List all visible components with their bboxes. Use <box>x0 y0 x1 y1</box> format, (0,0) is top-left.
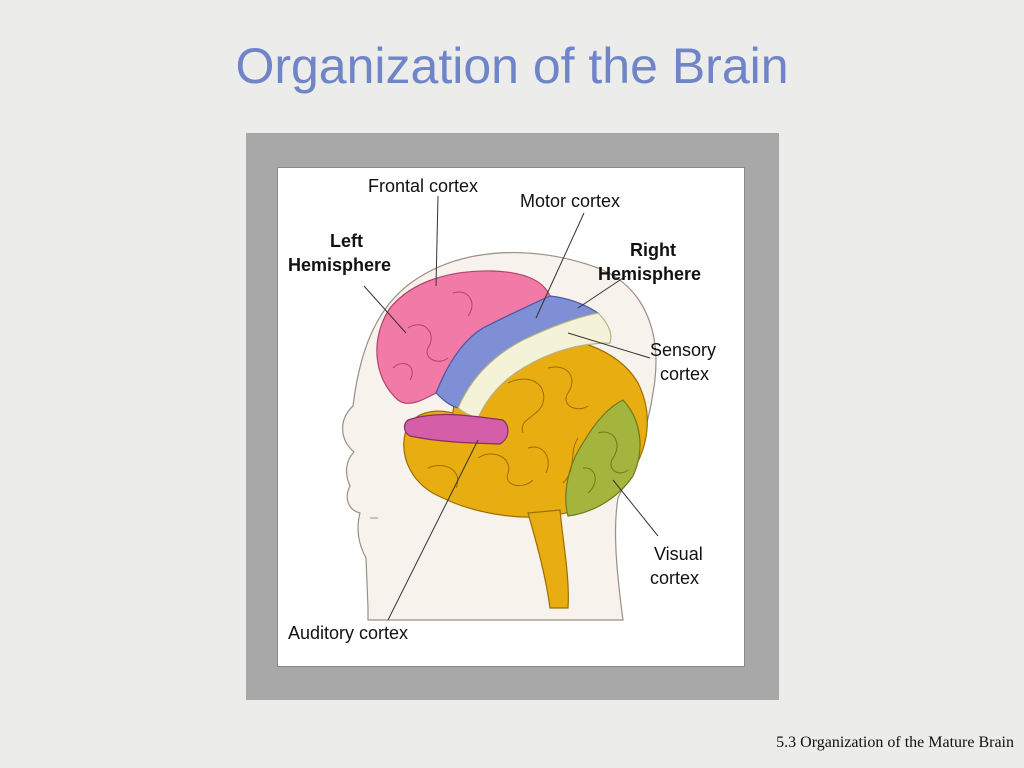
leader-auditory-cortex <box>387 439 479 621</box>
footer-caption: 5.3 Organization of the Mature Brain <box>776 734 1014 751</box>
leader-motor-cortex <box>535 212 585 319</box>
label-sensory-cortex-line1: Sensory <box>650 340 716 360</box>
label-right-hemisphere-line2: Hemisphere <box>598 264 701 284</box>
leader-frontal-cortex <box>435 195 439 287</box>
brain-diagram: Frontal cortex Motor cortex Left Hemisph… <box>288 176 716 643</box>
leader-sensory-cortex <box>567 332 651 359</box>
brain-stem <box>527 509 569 609</box>
leader-right-hemisphere <box>577 275 627 309</box>
visual-cortex-region <box>565 399 641 517</box>
label-motor-cortex: Motor cortex <box>520 191 620 211</box>
auditory-cortex-region <box>403 413 509 445</box>
label-visual-cortex-line1: Visual <box>654 544 703 564</box>
figure-frame: Frontal cortex Motor cortex Left Hemisph… <box>246 133 779 700</box>
label-left-hemisphere-line1: Left <box>330 231 363 251</box>
slide-title: Organization of the Brain <box>235 38 789 94</box>
label-left-hemisphere-line2: Hemisphere <box>288 255 391 275</box>
label-right-hemisphere-line1: Right <box>630 240 676 260</box>
gyri-texture <box>427 366 589 489</box>
label-visual-cortex-line2: cortex <box>650 568 699 588</box>
brain-diagram-panel: Frontal cortex Motor cortex Left Hemisph… <box>277 167 745 667</box>
label-sensory-cortex-line2: cortex <box>660 364 709 384</box>
leader-left-hemisphere <box>363 285 407 334</box>
label-auditory-cortex: Auditory cortex <box>288 623 408 643</box>
label-frontal-cortex: Frontal cortex <box>368 176 478 196</box>
leader-visual-cortex <box>612 479 659 537</box>
